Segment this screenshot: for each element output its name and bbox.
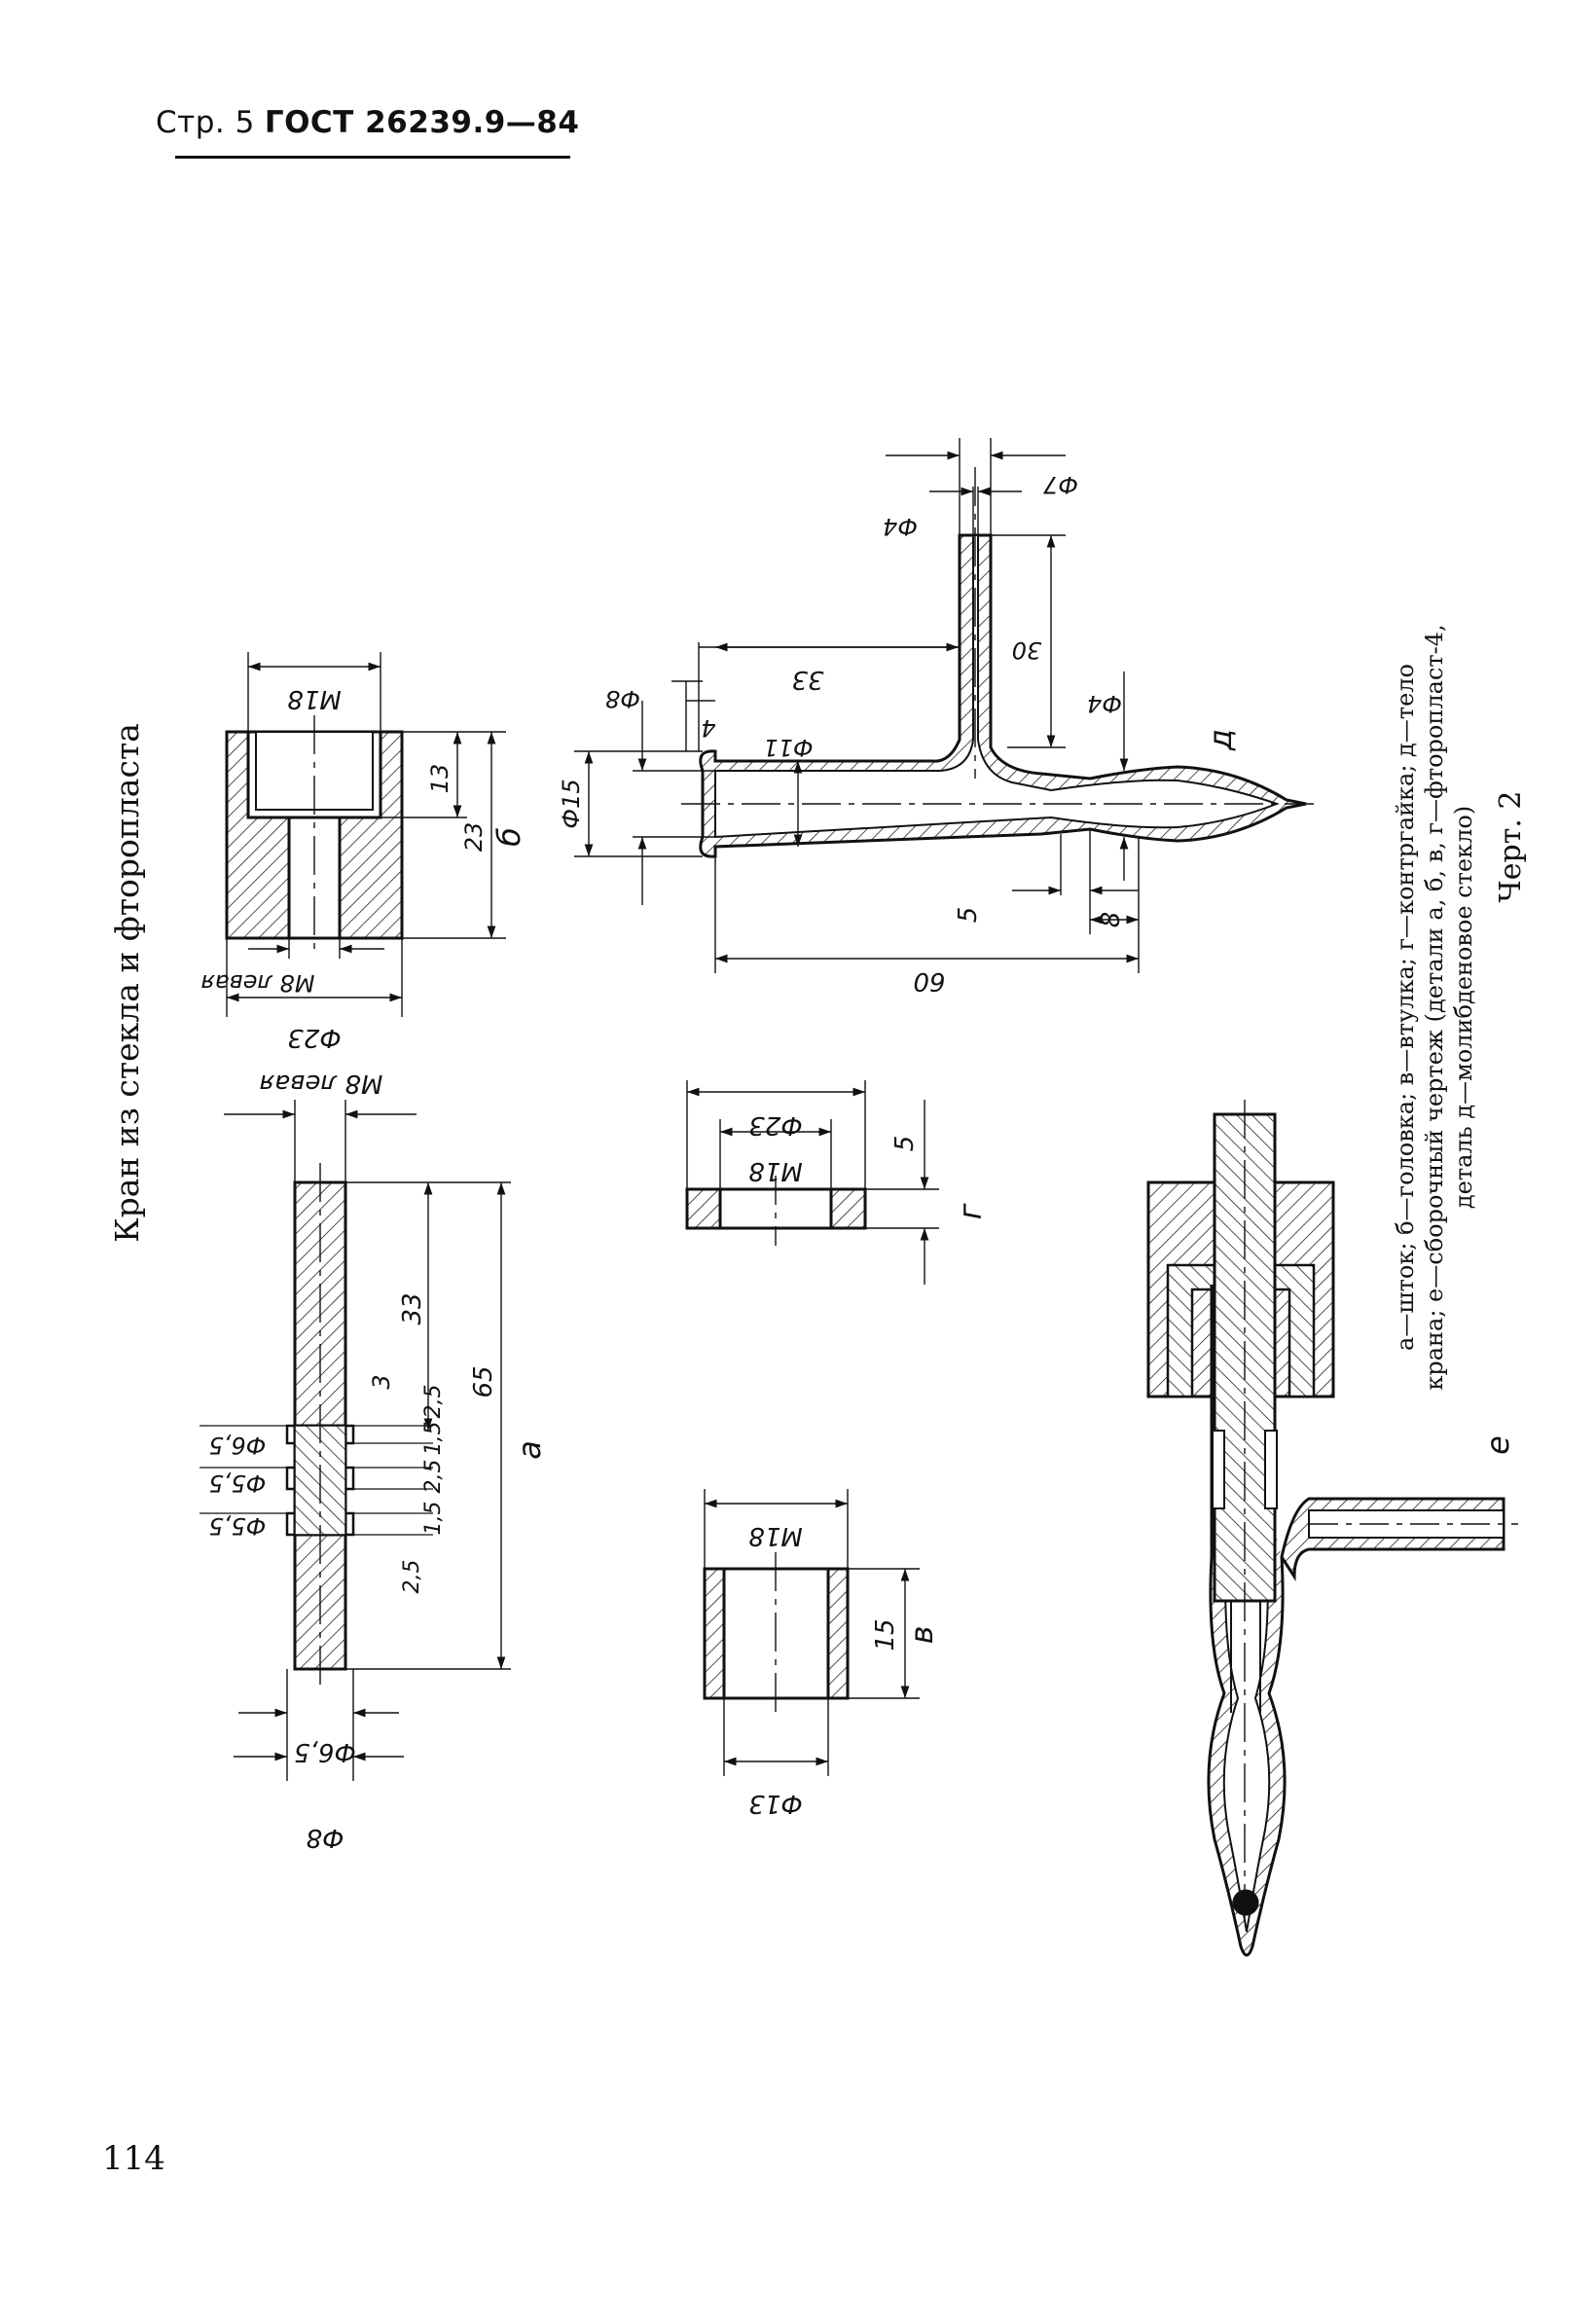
page-header: Стр. 5 ГОСТ 26239.9—84 <box>156 105 579 140</box>
part-e-assembly <box>1146 1100 1518 1957</box>
part-v-dimensions: М18 15 в Ф13 <box>748 1521 940 1818</box>
part-a-dimensions: М8 левая Ф8 Ф6,5 Ф6,5 Ф5,5 Ф5,5 2,5 1,5 … <box>209 1069 548 1852</box>
legend-line-1: а—шток; б—головка; в—втулка; г—контргайк… <box>1392 664 1419 1351</box>
dim-d-d8: Ф8 <box>605 685 640 712</box>
part-v-bushing <box>703 1489 920 1776</box>
dim-d-30: 30 <box>1012 636 1042 664</box>
dim-d-d4-neck: Ф4 <box>1087 690 1122 717</box>
dim-g-d23: Ф23 <box>748 1110 802 1140</box>
dim-a-d6-5: Ф6,5 <box>209 1432 267 1459</box>
dim-a-65: 65 <box>469 1365 498 1397</box>
dim-d-d15: Ф15 <box>558 779 585 828</box>
figure-legend: а—шток; б—головка; в—втулка; г—контргайк… <box>1392 624 1477 1390</box>
part-b-head <box>225 652 506 1017</box>
part-g-label: г <box>952 1203 989 1219</box>
part-d-glass-body <box>574 438 1314 973</box>
dim-d-d7: Ф7 <box>1042 471 1078 498</box>
dim-a-d8: Ф8 <box>307 1823 345 1852</box>
dim-a-3: 3 <box>368 1374 395 1389</box>
part-e-labels: е <box>1479 1435 1516 1455</box>
standard-number: ГОСТ 26239.9—84 <box>264 105 580 140</box>
dim-a-d5-5-second: Ф5,5 <box>209 1512 267 1540</box>
part-a-label: а <box>511 1440 548 1460</box>
part-v-label: в <box>903 1626 940 1645</box>
page-number: 114 <box>102 2139 165 2178</box>
dim-a-2-5-lower: 2,5 <box>400 1560 424 1594</box>
part-b-label: б <box>490 827 527 847</box>
dim-d-d11: Ф11 <box>763 734 813 761</box>
part-b-dimensions: М18 13 23 б М8 левая Ф23 <box>201 684 528 1052</box>
dim-b-m18: М18 <box>287 684 342 713</box>
part-a-stem <box>200 1100 511 1781</box>
legend-line-2: крана; е—сборочный чертеж (детали а, б, … <box>1421 624 1448 1390</box>
dim-d-60: 60 <box>913 966 945 996</box>
dim-d-d4-branch: Ф4 <box>883 513 918 540</box>
part-g-locknut <box>685 1080 939 1285</box>
dim-a-33: 33 <box>398 1292 427 1325</box>
figure-title: Кран из стекла и фторопласта <box>108 723 146 1243</box>
header-rule <box>175 156 570 159</box>
dim-a-2-5-upper: 2,5 <box>421 1385 446 1419</box>
dim-a-d5-5-first: Ф5,5 <box>209 1470 267 1497</box>
dim-b-thread: М8 левая <box>201 969 315 997</box>
dim-g-m18: М18 <box>748 1156 803 1185</box>
dim-d-5: 5 <box>954 907 983 924</box>
dim-b-23: 23 <box>460 822 488 853</box>
dim-a-1-5-lower: 1,5 <box>421 1502 446 1536</box>
legend-line-3: деталь д—молибденовое стекло) <box>1450 806 1477 1209</box>
dim-b-d23: Ф23 <box>287 1023 341 1052</box>
page-label: Стр. 5 <box>156 105 255 140</box>
dim-d-4-left: 4 <box>701 714 715 742</box>
dim-a-2-5-middle: 2,5 <box>421 1460 446 1494</box>
part-g-dimensions: Ф23 М18 5 г <box>748 1110 989 1219</box>
part-d-dimensions: 60 5 8 Ф15 Ф8 4 Ф11 33 30 Ф4 Ф4 Ф7 д <box>558 471 1239 996</box>
dim-v-m18: М18 <box>748 1521 803 1550</box>
dim-g-5: 5 <box>890 1136 920 1152</box>
part-d-label: д <box>1202 729 1239 751</box>
dim-v-d13: Ф13 <box>748 1789 802 1818</box>
dim-b-13: 13 <box>426 764 453 794</box>
dim-d-33: 33 <box>791 665 823 694</box>
dim-a-1-5-upper: 1,5 <box>421 1422 446 1456</box>
part-e-label: е <box>1479 1435 1516 1455</box>
dim-a-d6-5-bottom: Ф6,5 <box>294 1737 356 1766</box>
figure-caption: Черт. 2 <box>1494 791 1528 903</box>
dim-a-thread-label: М8 левая <box>260 1069 383 1098</box>
dim-v-15: 15 <box>871 1618 900 1651</box>
dim-d-8: 8 <box>1097 912 1126 928</box>
